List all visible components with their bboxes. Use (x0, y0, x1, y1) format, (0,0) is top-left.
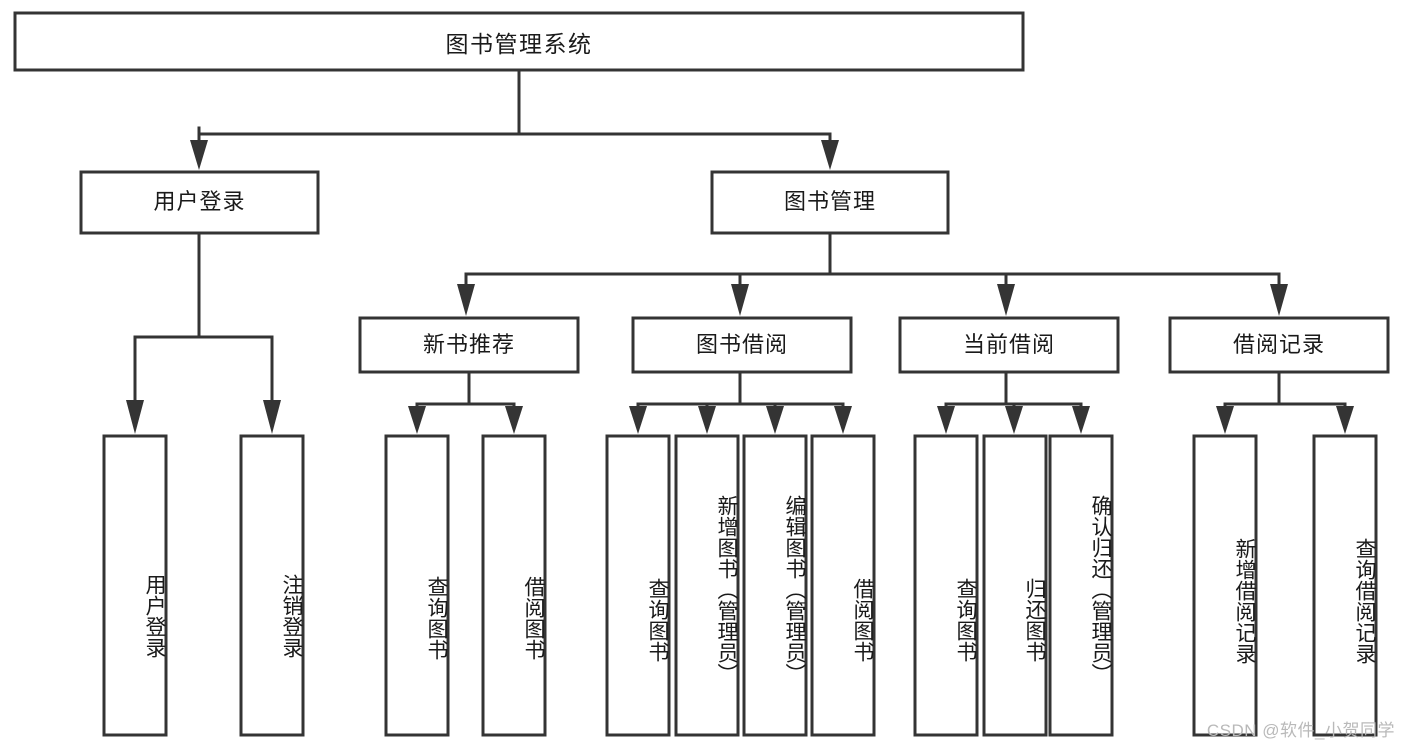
arrow-head-user-login (190, 140, 208, 170)
node-box-book-management[interactable] (710, 170, 950, 235)
arrow-head-current-borrow (997, 284, 1015, 316)
arrow-head-record-add (1216, 406, 1234, 434)
node-box-leaf-return-book[interactable] (982, 434, 1048, 737)
node-box-leaf-query-borrow-record[interactable] (1312, 434, 1378, 737)
node-box-leaf-borrow-book-1[interactable] (481, 434, 547, 737)
node-box-current-borrow[interactable] (898, 316, 1120, 374)
arrow-head-newbook-query (408, 406, 426, 434)
node-box-leaf-user-login[interactable] (102, 434, 168, 737)
node-box-root[interactable] (13, 11, 1025, 72)
arrow-head-current-query (937, 406, 955, 434)
arrow-head-borrow-lend (834, 406, 852, 434)
node-box-leaf-edit-book-admin[interactable] (742, 434, 808, 737)
node-box-leaf-logout[interactable] (239, 434, 305, 737)
node-box-leaf-borrow-book-2[interactable] (810, 434, 876, 737)
arrow-head-book-borrow (731, 284, 749, 316)
node-box-leaf-add-book-admin[interactable] (674, 434, 740, 737)
arrow-head-record-query (1336, 406, 1354, 434)
arrow-head-borrow-query (629, 406, 647, 434)
arrow-head-book-mgmt (821, 140, 839, 170)
arrow-head-current-confirm (1072, 406, 1090, 434)
arrow-head-borrow-record (1270, 284, 1288, 316)
node-box-layer (13, 11, 1390, 737)
arrow-head-leaf-user-login (126, 400, 144, 434)
node-box-leaf-confirm-return-admin[interactable] (1048, 434, 1114, 737)
connector-layer (126, 68, 1354, 434)
arrow-head-borrow-edit (766, 406, 784, 434)
node-box-new-book-recommend[interactable] (358, 316, 580, 374)
arrow-head-current-return (1005, 406, 1023, 434)
node-box-leaf-query-book-1[interactable] (384, 434, 450, 737)
node-box-leaf-query-book-3[interactable] (913, 434, 979, 737)
node-box-user-login[interactable] (79, 170, 320, 235)
arrow-head-new-book-rec (457, 284, 475, 316)
arrow-head-leaf-logout (263, 400, 281, 434)
node-box-borrow-record[interactable] (1168, 316, 1390, 374)
node-box-leaf-query-book-2[interactable] (605, 434, 671, 737)
arrow-head-borrow-add (698, 406, 716, 434)
node-box-leaf-add-borrow-record[interactable] (1192, 434, 1258, 737)
arrow-head-newbook-borrow (505, 406, 523, 434)
node-box-book-borrow[interactable] (631, 316, 853, 374)
